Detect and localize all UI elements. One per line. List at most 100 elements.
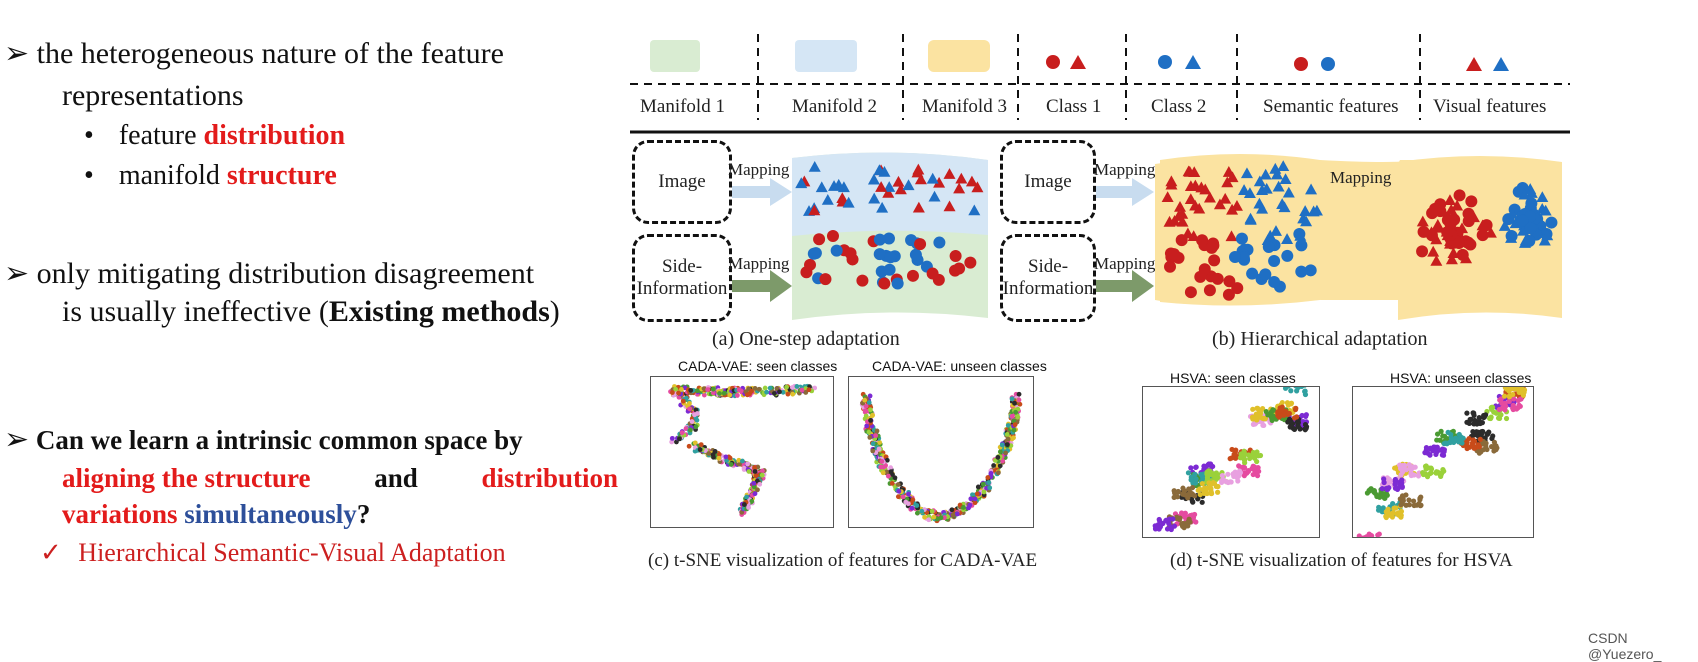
- tsne-point: [1010, 396, 1015, 401]
- tsne-point: [706, 451, 711, 456]
- tsne-point: [1193, 476, 1198, 481]
- tsne-point: [1477, 451, 1482, 456]
- a-circle-mark: [856, 275, 868, 287]
- bullet-heterogeneous: ➢ the heterogeneous nature of the featur…: [4, 34, 504, 74]
- tsne-point: [1398, 502, 1403, 507]
- tsne-point: [716, 456, 721, 461]
- plot-title-hsva-unseen: HSVA: unseen classes: [1390, 370, 1531, 386]
- tsne-point: [1484, 447, 1489, 452]
- tsne-point: [1205, 485, 1210, 490]
- bullet-text: the heterogeneous nature of the feature: [37, 37, 504, 70]
- tsne-point: [1283, 386, 1288, 391]
- tsne-point: [986, 480, 991, 485]
- tsne-point: [1013, 422, 1018, 427]
- tsne-point: [1188, 490, 1193, 495]
- aligning-structure: aligning the structure: [62, 458, 311, 498]
- tsne-point: [1288, 424, 1293, 429]
- b-visual-red-circle-mark: [1463, 215, 1475, 227]
- tsne-point: [886, 474, 891, 479]
- tsne-point: [1183, 511, 1188, 516]
- tsne-point: [1444, 441, 1449, 446]
- manifold3-swatch: [928, 40, 990, 72]
- tsne-point: [806, 387, 811, 392]
- tsne-cada-unseen: [848, 376, 1034, 528]
- simultaneously: simultaneously: [178, 499, 357, 529]
- tsne-point: [888, 465, 893, 470]
- b-visual-blue-circle-mark: [1525, 222, 1537, 234]
- arrow-bullet-icon: ➢: [4, 422, 29, 457]
- a-mapping-arrow-top-icon: [728, 178, 792, 206]
- b-visual-blue-circle-mark: [1523, 235, 1535, 247]
- tsne-point: [735, 393, 740, 398]
- tsne-point: [800, 388, 805, 393]
- tsne-point: [692, 412, 697, 417]
- sub-bullet-distribution: • feature distribution: [84, 118, 345, 154]
- tsne-point: [1253, 469, 1258, 474]
- tsne-point: [1242, 457, 1247, 462]
- tsne-point: [1408, 465, 1413, 470]
- b-red-circle-mark: [1223, 275, 1235, 287]
- a-circle-mark: [884, 251, 896, 263]
- tsne-point: [1200, 481, 1205, 486]
- tsne-cada-seen: [650, 376, 834, 528]
- tsne-point: [1158, 524, 1163, 529]
- bullet-mitigating-cont: is usually ineffective (Existing methods…: [62, 292, 560, 332]
- tsne-point: [746, 505, 751, 510]
- caption-c: (c) t-SNE visualization of features for …: [648, 550, 1037, 572]
- tsne-point: [862, 398, 867, 403]
- b-visual-red-circle-mark: [1426, 207, 1438, 219]
- tsne-point: [1502, 394, 1507, 399]
- tsne-point: [763, 386, 768, 391]
- tsne-point: [690, 419, 695, 424]
- tsne-point: [794, 384, 799, 389]
- b-red-circle-mark: [1176, 234, 1188, 246]
- tsne-point: [1005, 442, 1010, 447]
- tsne-point: [1397, 463, 1402, 468]
- class2-circle-icon: [1158, 55, 1172, 69]
- tsne-point: [1200, 500, 1205, 505]
- tsne-point: [744, 495, 749, 500]
- tsne-point: [1288, 388, 1293, 393]
- existing-methods: Existing methods: [329, 295, 550, 328]
- tsne-point: [903, 500, 908, 505]
- tsne-point: [873, 433, 878, 438]
- a-side-info-box: Side- Information: [632, 234, 732, 322]
- tsne-point: [737, 387, 742, 392]
- tsne-point: [1246, 468, 1251, 473]
- tsne-point: [989, 471, 994, 476]
- b-red-circle-mark: [1185, 286, 1197, 298]
- tsne-point: [968, 496, 973, 501]
- tsne-point: [910, 497, 915, 502]
- question-mark: ?: [357, 499, 371, 529]
- tsne-point: [1481, 415, 1486, 420]
- tsne-point: [987, 485, 992, 490]
- tsne-point: [680, 430, 685, 435]
- tsne-point: [711, 455, 716, 460]
- tsne-point: [1394, 511, 1399, 516]
- b-mapping-arrow-top-icon: [1092, 178, 1154, 206]
- bullet-text: Can we learn a intrinsic common space by: [36, 425, 523, 455]
- tsne-point: [1270, 407, 1275, 412]
- tsne-point: [1254, 459, 1259, 464]
- visual-red-triangle-icon: [1466, 57, 1482, 71]
- a-circle-mark: [950, 250, 962, 262]
- tsne-point: [1229, 455, 1234, 460]
- b-mapping-label-bottom: Mapping: [1094, 254, 1155, 274]
- tsne-point: [877, 447, 882, 452]
- tsne-point: [1264, 409, 1269, 414]
- tsne-point: [705, 387, 710, 392]
- tsne-point: [1442, 447, 1447, 452]
- tsne-point: [870, 448, 875, 453]
- bullet-mitigating: ➢ only mitigating distribution disagreem…: [4, 254, 534, 294]
- tsne-point: [729, 462, 734, 467]
- b-side-info-box: Side- Information: [1000, 234, 1096, 322]
- class1-circle-icon: [1046, 55, 1060, 69]
- b-mapping-label-right: Mapping: [1330, 168, 1391, 188]
- bullet-question: ➢ Can we learn a intrinsic common space …: [4, 420, 523, 460]
- tsne-point: [877, 440, 882, 445]
- a-circle-mark: [884, 264, 896, 276]
- tsne-point: [1461, 436, 1466, 441]
- legend-manifold1: Manifold 1: [640, 96, 725, 118]
- tsne-point: [1387, 477, 1392, 482]
- tsne-point: [1382, 496, 1387, 501]
